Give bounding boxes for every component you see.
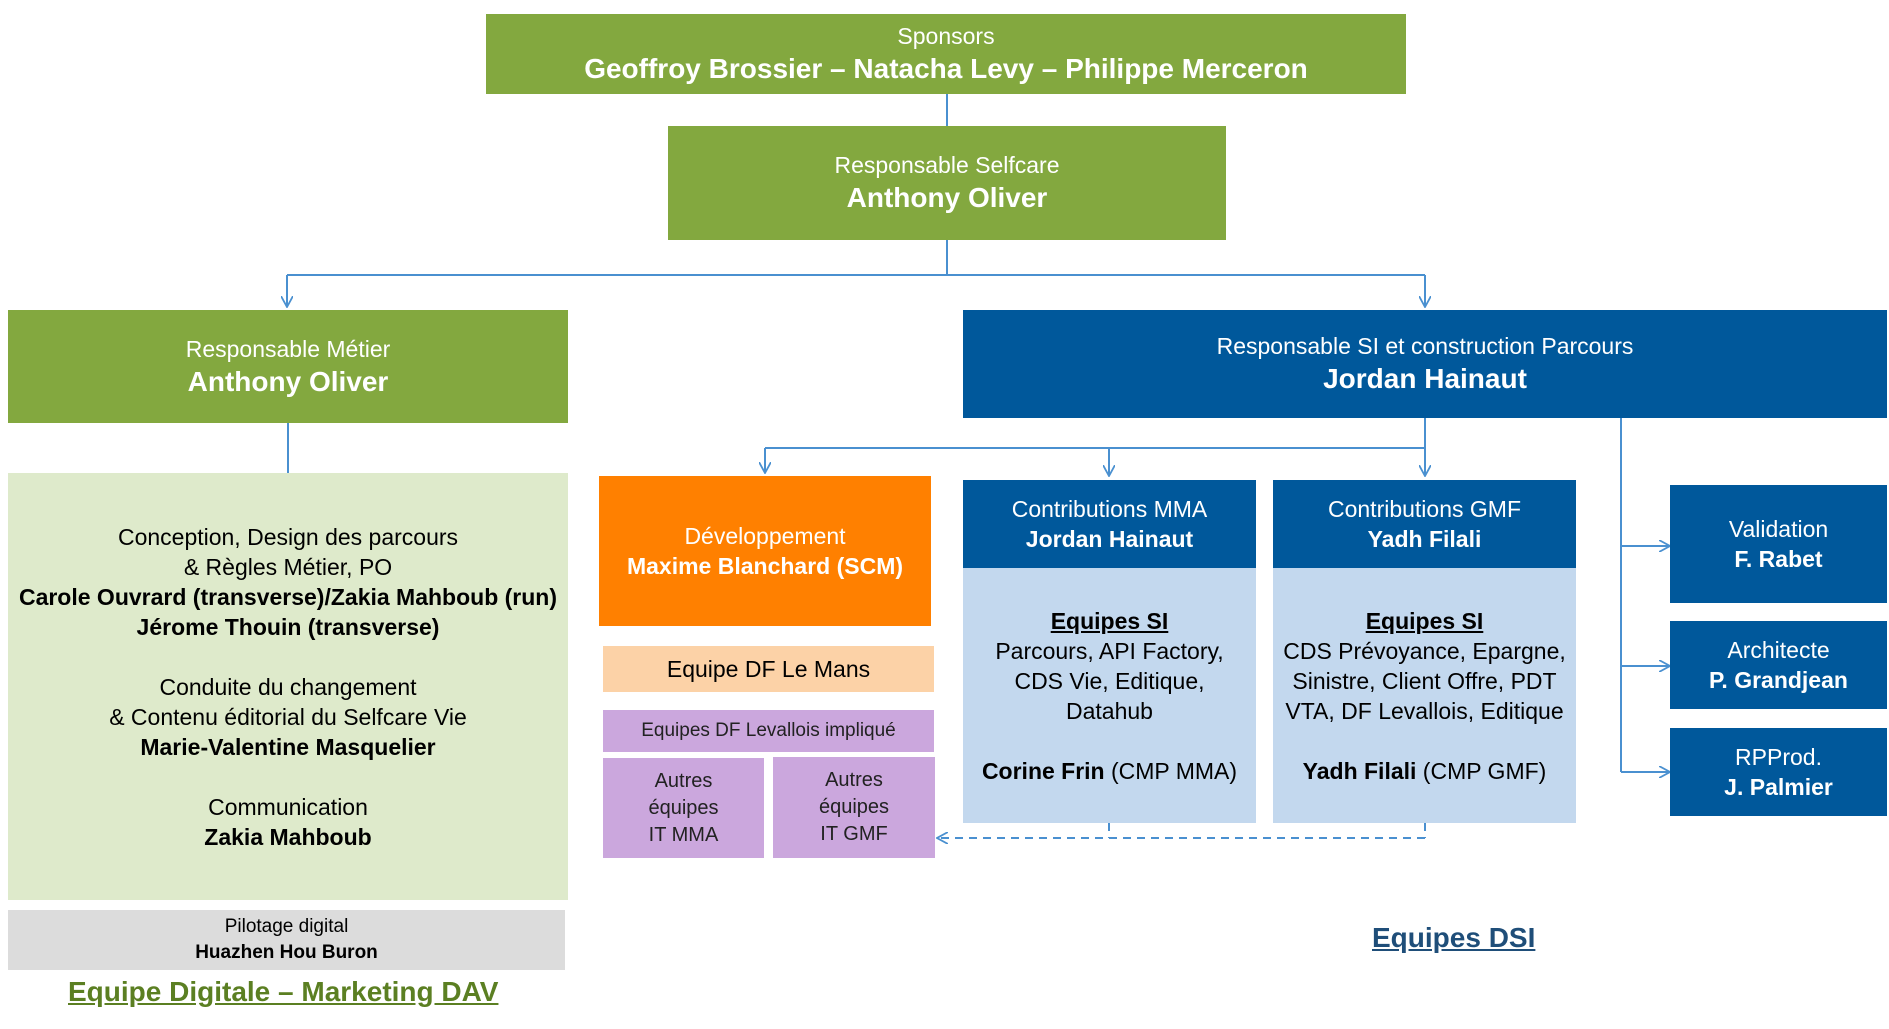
contributions-gmf-name: Yadh Filali <box>1367 526 1482 552</box>
developpement-box: Développement Maxime Blanchard (SCM) <box>599 476 931 626</box>
contributions-gmf-body: Equipes SI CDS Prévoyance, Epargne, Sini… <box>1273 568 1576 823</box>
autres-gmf-line1: Autres <box>825 769 883 791</box>
architecte-label: Architecte <box>1727 637 1830 663</box>
equipe-df-le-mans-label: Equipe DF Le Mans <box>666 656 871 682</box>
gmf-equipes-line1: CDS Prévoyance, Epargne, <box>1283 637 1566 664</box>
gmf-equipes-line3: VTA, DF Levallois, Editique <box>1285 697 1564 724</box>
contributions-gmf-header: Contributions GMF Yadh Filali <box>1273 480 1576 568</box>
mma-equipes-line2: CDS Vie, Editique, <box>1014 667 1205 694</box>
autres-gmf-line3: IT GMF <box>820 823 888 845</box>
gmf-cmp-name: Yadh Filali <box>1302 757 1417 784</box>
selfcare-box: Responsable Selfcare Anthony Oliver <box>668 126 1226 240</box>
metier-box: Responsable Métier Anthony Oliver <box>8 310 568 423</box>
architecte-name: P. Grandjean <box>1709 667 1848 693</box>
equipe-df-le-mans-box: Equipe DF Le Mans <box>603 646 934 692</box>
validation-name: F. Rabet <box>1734 546 1823 572</box>
validation-label: Validation <box>1728 516 1829 542</box>
footer-equipes-dsi: Equipes DSI <box>1372 922 1536 953</box>
developpement-name: Maxime Blanchard (SCM) <box>626 553 904 579</box>
sponsors-box: Sponsors Geoffroy Brossier – Natacha Lev… <box>486 14 1406 94</box>
footer-equipe-digitale: Equipe Digitale – Marketing DAV <box>68 976 499 1007</box>
autres-mma-line1: Autres <box>654 769 713 792</box>
selfcare-name: Anthony Oliver <box>846 182 1048 213</box>
autres-mma-line3: IT MMA <box>648 823 719 846</box>
communication-title: Communication <box>208 793 368 820</box>
contributions-gmf-label: Contributions GMF <box>1327 496 1521 522</box>
pilotage-box: Pilotage digital Huazhen Hou Buron <box>8 910 565 970</box>
contributions-mma-body: Equipes SI Parcours, API Factory, CDS Vi… <box>963 568 1256 823</box>
developpement-label: Développement <box>684 523 846 549</box>
metier-name: Anthony Oliver <box>187 365 389 397</box>
pilotage-label: Pilotage digital <box>224 916 349 937</box>
sponsors-label: Sponsors <box>897 23 995 49</box>
mma-cmp-role: (CMP MMA) <box>1104 757 1238 784</box>
rpprod-label: RPProd. <box>1735 744 1822 770</box>
mma-cmp-name: Corine Frin <box>981 757 1105 784</box>
pilotage-name: Huazhen Hou Buron <box>195 942 378 963</box>
architecte-box: Architecte P. Grandjean <box>1670 621 1887 709</box>
mma-equipes-line3: Datahub <box>1066 697 1153 724</box>
rpprod-box: RPProd. J. Palmier <box>1670 728 1887 816</box>
gmf-cmp-role: (CMP GMF) <box>1416 757 1547 784</box>
rpprod-name: J. Palmier <box>1724 774 1833 800</box>
conception-people: Carole Ouvrard (transverse)/Zakia Mahbou… <box>18 583 558 610</box>
si-box: Responsable SI et construction Parcours … <box>963 310 1887 418</box>
equipes-df-levallois-label: Equipes DF Levallois impliqué <box>641 720 896 741</box>
metier-label: Responsable Métier <box>185 335 391 362</box>
conduite-title: Conduite du changement <box>159 673 417 700</box>
gmf-equipes-line2: Sinistre, Client Offre, PDT <box>1292 667 1557 694</box>
conception-person-2: Jérome Thouin (transverse) <box>136 613 440 640</box>
mma-equipes-si-title: Equipes SI <box>1050 607 1169 634</box>
si-name: Jordan Hainaut <box>1323 363 1527 394</box>
autres-gmf-line2: équipes <box>818 796 890 818</box>
equipes-df-levallois-box: Equipes DF Levallois impliqué <box>603 710 934 752</box>
gmf-equipes-si-title: Equipes SI <box>1365 607 1484 634</box>
si-label: Responsable SI et construction Parcours <box>1216 333 1634 359</box>
mma-equipes-line1: Parcours, API Factory, <box>995 637 1224 664</box>
conduite-person: Marie-Valentine Masquelier <box>140 733 436 760</box>
communication-person: Zakia Mahboub <box>204 823 372 850</box>
selfcare-label: Responsable Selfcare <box>834 152 1060 178</box>
mma-cmp-line: Corine Frin (CMP MMA) <box>982 756 1237 786</box>
sponsors-names: Geoffroy Brossier – Natacha Levy – Phili… <box>584 53 1308 84</box>
contributions-mma-name: Jordan Hainaut <box>1025 526 1194 552</box>
regles-metier-text: & Règles Métier, PO <box>183 553 393 580</box>
validation-box: Validation F. Rabet <box>1670 485 1887 603</box>
autres-it-gmf-box: Autres équipes IT GMF <box>773 757 935 858</box>
contributions-mma-header: Contributions MMA Jordan Hainaut <box>963 480 1256 568</box>
autres-mma-line2: équipes <box>648 796 719 819</box>
autres-it-mma-box: Autres équipes IT MMA <box>603 758 764 858</box>
contributions-mma-label: Contributions MMA <box>1011 496 1208 522</box>
contenu-editorial-text: & Contenu éditorial du Selfcare Vie <box>109 703 467 730</box>
gmf-cmp-line: Yadh Filali (CMP GMF) <box>1303 756 1547 786</box>
metier-team-box: Conception, Design des parcours & Règles… <box>8 473 568 900</box>
conception-title: Conception, Design des parcours <box>117 523 459 550</box>
